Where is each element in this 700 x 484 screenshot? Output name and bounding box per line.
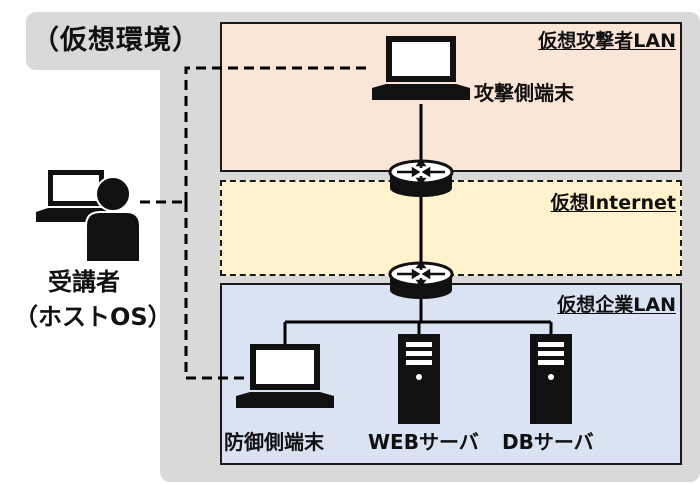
virtual-environment-label: （仮想環境）	[32, 25, 200, 56]
corporate-lan-label: 仮想企業LAN	[557, 294, 676, 316]
web-server-icon	[398, 334, 440, 424]
trainee-person-icon	[85, 176, 141, 263]
web-server-label: WEBサーバ	[368, 430, 479, 454]
trainee-label: 受講者	[48, 268, 120, 296]
trainee-sublabel: （ホストOS）	[14, 303, 172, 331]
network-links	[283, 104, 553, 344]
defender-pc-label: 防御側端末	[224, 430, 324, 454]
attacker-lan-label: 仮想攻撃者LAN	[538, 30, 676, 52]
virtual-environment-tab	[26, 12, 206, 70]
router-top-icon	[388, 158, 454, 197]
internet-label: 仮想Internet	[550, 192, 676, 214]
defender-laptop-icon	[236, 344, 334, 408]
link-trainee-defender	[184, 202, 250, 380]
router-bottom-icon	[388, 260, 454, 299]
link-trainee-attacker	[184, 66, 372, 202]
attacker-pc-label: 攻撃側端末	[474, 81, 574, 105]
attacker-laptop-icon	[372, 36, 470, 100]
trainee-laptop-icon	[36, 170, 116, 222]
trainee-links	[140, 66, 372, 380]
db-server-label: DBサーバ	[502, 430, 594, 454]
db-server-icon	[530, 334, 572, 424]
